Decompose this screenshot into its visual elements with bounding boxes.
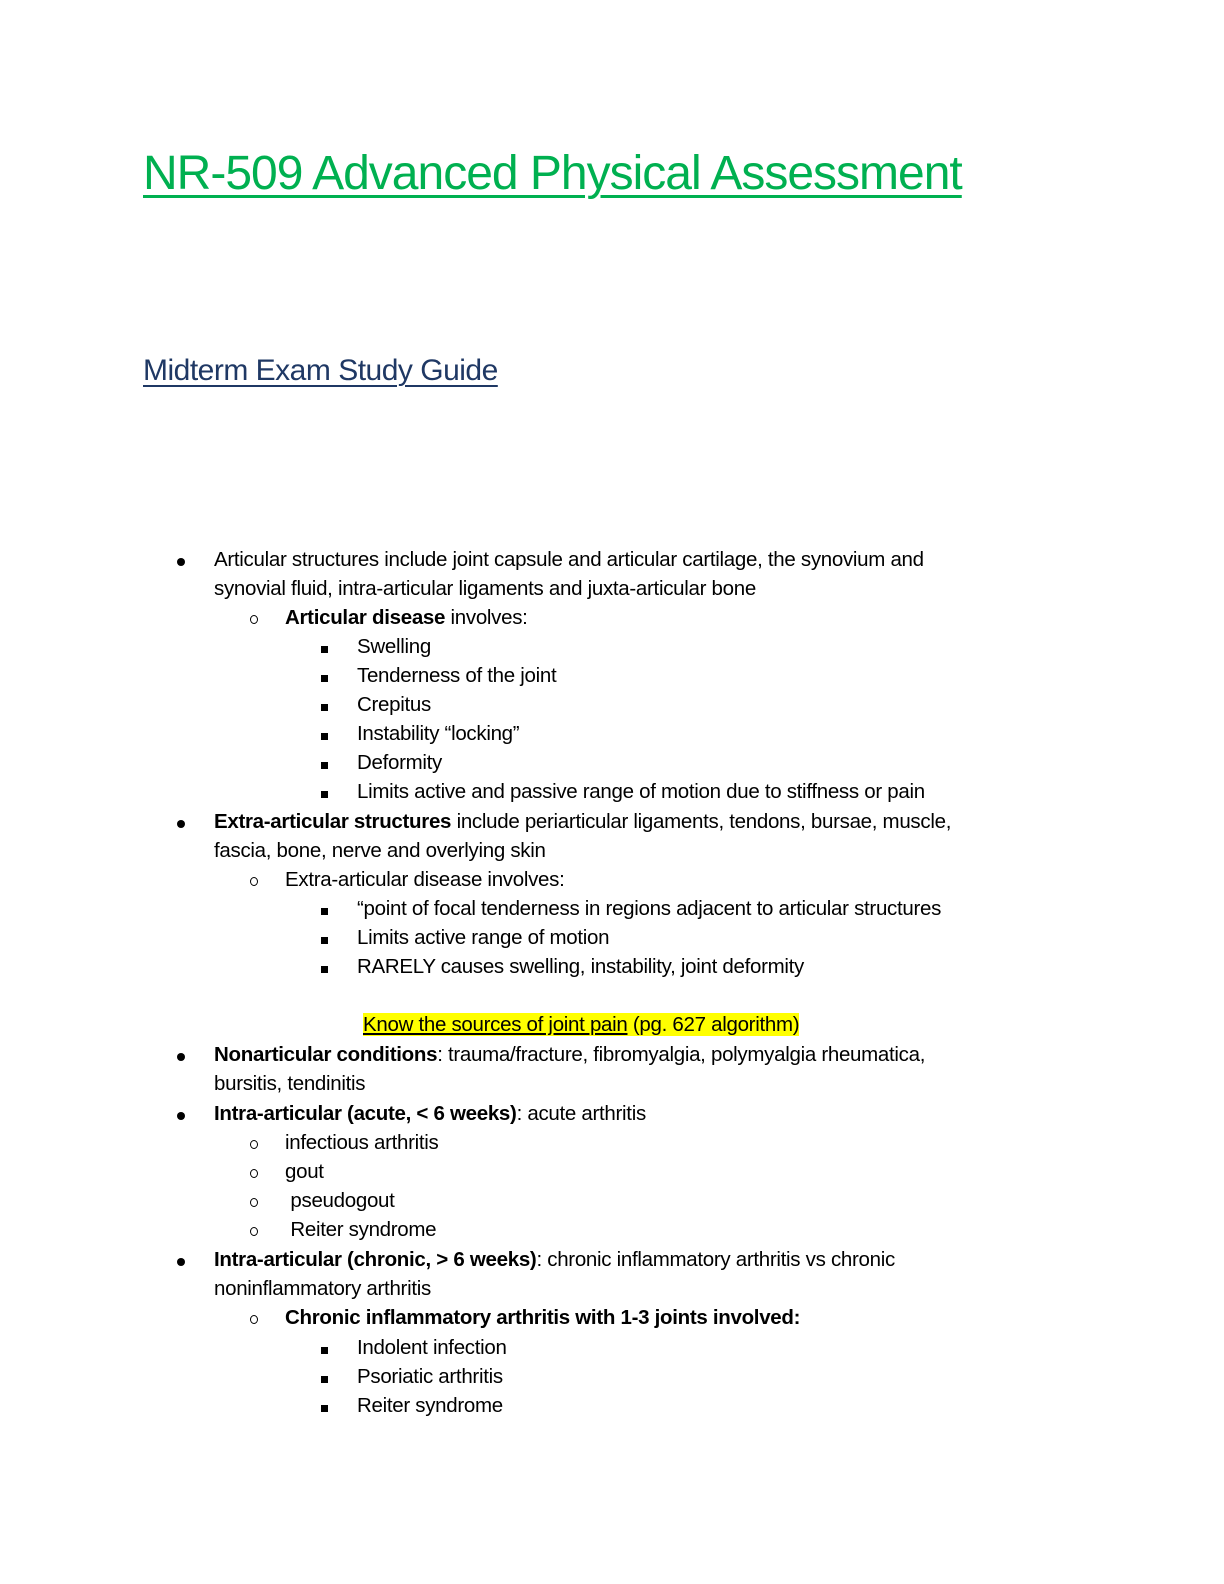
bullet-disc-icon <box>177 1099 185 1128</box>
bullet-circle-icon <box>250 1157 258 1186</box>
list-item: Deformity <box>357 751 443 774</box>
list-item: Swelling <box>357 635 431 658</box>
bullet-circle-icon <box>250 865 258 894</box>
list-item: Reiter syndrome <box>285 1218 437 1241</box>
list-item: infectious arthritis <box>285 1131 439 1154</box>
joint-pain-note: Know the sources of joint pain (pg. 627 … <box>363 1013 800 1036</box>
list-item: pseudogout <box>285 1189 395 1212</box>
extra-articular-text: Extra-articular structures include peria… <box>214 810 952 833</box>
bullet-square-icon <box>321 632 328 661</box>
bullet-square-icon <box>321 894 328 923</box>
bullet-square-icon <box>321 661 328 690</box>
bullet-circle-icon <box>250 603 258 632</box>
bullet-circle-icon <box>250 1215 258 1244</box>
document-title: NR-509 Advanced Physical Assessment <box>143 147 963 200</box>
bullet-disc-icon <box>177 1040 185 1069</box>
nonarticular-text-cont: bursitis, tendinitis <box>214 1072 366 1095</box>
list-item: Limits active range of motion <box>357 926 610 949</box>
list-item: RARELY causes swelling, instability, joi… <box>357 955 804 978</box>
list-item: “point of focal tenderness in regions ad… <box>357 897 942 920</box>
list-item: Instability “locking” <box>357 722 520 745</box>
bullet-disc-icon <box>177 807 185 836</box>
list-item: Crepitus <box>357 693 431 716</box>
bullet-circle-icon <box>250 1303 258 1332</box>
bullet-square-icon <box>321 777 328 806</box>
bullet-square-icon <box>321 1333 328 1362</box>
bullet-square-icon <box>321 923 328 952</box>
extra-articular-disease-heading: Extra-articular disease involves: <box>285 868 565 891</box>
bullet-square-icon <box>321 748 328 777</box>
intra-chronic-text: Intra-articular (chronic, > 6 weeks): ch… <box>214 1248 895 1271</box>
bullet-square-icon <box>321 1362 328 1391</box>
articular-structures-text-cont: synovial fluid, intra-articular ligament… <box>214 577 756 600</box>
articular-disease-heading: Articular disease involves: <box>285 606 528 629</box>
intra-chronic-text-cont: noninflammatory arthritis <box>214 1277 431 1300</box>
bullet-disc-icon <box>177 1245 185 1274</box>
list-item: Reiter syndrome <box>357 1394 503 1417</box>
chronic-inflammatory-heading: Chronic inflammatory arthritis with 1-3 … <box>285 1306 801 1329</box>
list-item: Psoriatic arthritis <box>357 1365 503 1388</box>
articular-structures-text: Articular structures include joint capsu… <box>214 548 924 571</box>
list-item: Tenderness of the joint <box>357 664 557 687</box>
list-item: Limits active and passive range of motio… <box>357 780 925 803</box>
bullet-square-icon <box>321 690 328 719</box>
list-item: gout <box>285 1160 324 1183</box>
nonarticular-text: Nonarticular conditions: trauma/fracture… <box>214 1043 926 1066</box>
intra-acute-text: Intra-articular (acute, < 6 weeks): acut… <box>214 1102 646 1125</box>
list-item: Indolent infection <box>357 1336 507 1359</box>
bullet-circle-icon <box>250 1128 258 1157</box>
document-subtitle: Midterm Exam Study Guide <box>143 354 498 387</box>
bullet-circle-icon <box>250 1186 258 1215</box>
bullet-square-icon <box>321 952 328 981</box>
bullet-disc-icon <box>177 545 185 574</box>
bullet-square-icon <box>321 719 328 748</box>
bullet-square-icon <box>321 1391 328 1420</box>
extra-articular-text-cont: fascia, bone, nerve and overlying skin <box>214 839 546 862</box>
